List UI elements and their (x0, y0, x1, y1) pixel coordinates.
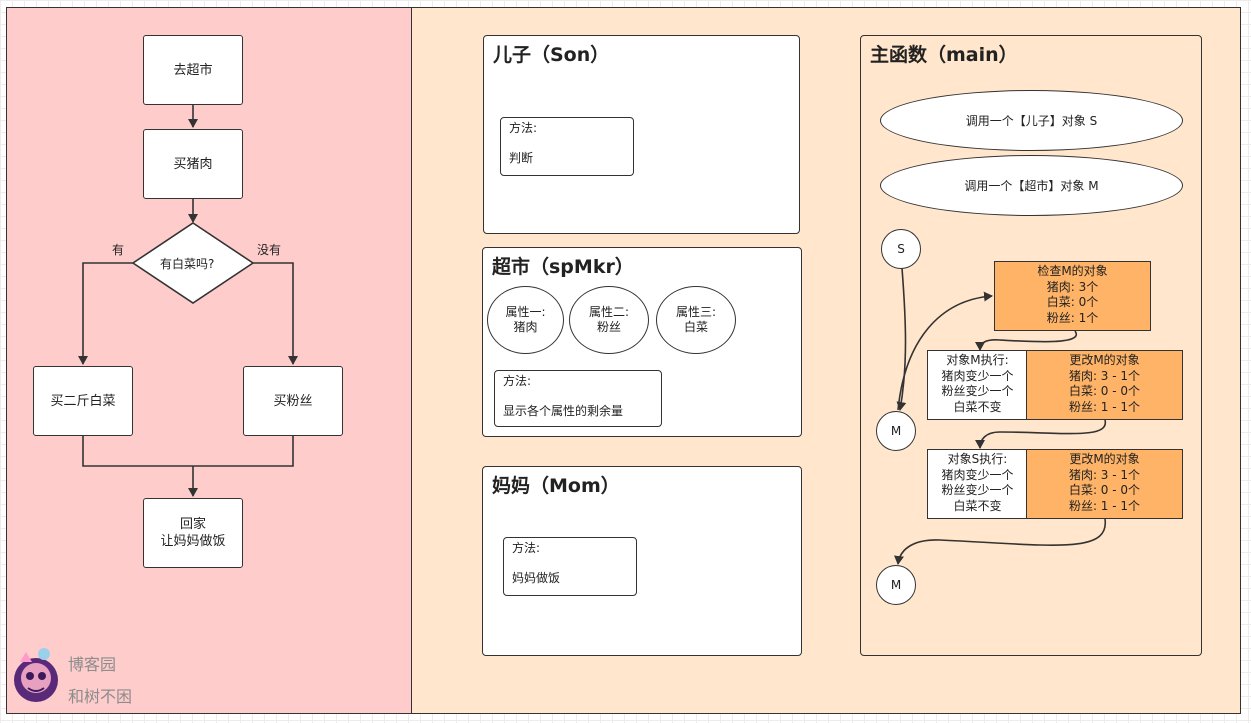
watermark-line1: 博客园 (68, 655, 117, 674)
no-label: 没有 (257, 243, 282, 257)
change-m-box-1: 更改M的对象 猪肉: 3 - 1个 白菜: 0 - 0个 粉丝: 1 - 1个 (1026, 350, 1183, 420)
call-market-ellipse: 调用一个【超市】对象 M (880, 155, 1183, 216)
exec-s-box: 对象S执行: 猪肉变少一个 粉丝变少一个 白菜不变 (927, 449, 1028, 519)
node-s: S (881, 229, 921, 269)
attr2-circle: 属性二: 粉丝 (569, 286, 649, 354)
supermarket-method-value: 显示各个属性的剩余量 (503, 404, 624, 418)
yes-label: 有 (112, 243, 125, 257)
mom-method-value: 妈妈做饭 (512, 571, 561, 585)
decision-diamond (131, 222, 255, 304)
arrow-check-to-exec (975, 330, 1078, 351)
son-method-value: 判断 (509, 151, 534, 165)
attr1-circle: 属性一: 猪肉 (487, 286, 564, 354)
son-method-label: 方法: (509, 121, 538, 135)
mom-method-label: 方法: (512, 541, 541, 555)
mom-method-box: 方法: 妈妈做饭 (503, 537, 637, 596)
arrow-change-to-exec-s (975, 419, 1106, 449)
change-m-box-2: 更改M的对象 猪肉: 3 - 1个 白菜: 0 - 0个 粉丝: 1 - 1个 (1026, 449, 1183, 519)
supermarket-method-box: 方法: 显示各个属性的剩余量 (494, 370, 662, 427)
flowchart-panel (6, 7, 412, 714)
arrow-yes (78, 262, 133, 365)
arrow-s-to-m (896, 267, 907, 411)
mom-title: 妈妈（Mom） (492, 475, 620, 497)
watermark-line2: 和树不困 (68, 687, 133, 706)
main-function-card: 主函数（main） (860, 35, 1202, 656)
node-m-first: M (876, 411, 916, 451)
attr3-circle: 属性三: 白菜 (656, 286, 736, 354)
exec-m-box: 对象M执行: 猪肉变少一个 粉丝变少一个 白菜不变 (927, 350, 1028, 420)
arrow-m-to-check (897, 291, 993, 411)
buy-cabbage-box: 买二斤白菜 (33, 366, 133, 436)
merge-line (82, 436, 294, 467)
blog-logo-icon (14, 648, 58, 702)
call-son-ellipse: 调用一个【儿子】对象 S (880, 90, 1183, 151)
son-title: 儿子（Son） (493, 44, 610, 66)
go-home-box: 回家 让妈妈做饭 (143, 498, 243, 568)
check-m-box: 检查M的对象 猪肉: 3个 白菜: 0个 粉丝: 1个 (994, 261, 1151, 331)
go-supermarket-box: 去超市 (143, 35, 243, 105)
supermarket-title: 超市（spMkr） (492, 256, 634, 278)
mom-class-card: 妈妈（Mom） 方法: 妈妈做饭 (482, 466, 802, 656)
supermarket-class-card: 超市（spMkr） 属性一: 猪肉 属性二: 粉丝 属性三: 白菜 方法: 显示… (482, 247, 802, 437)
buy-pork-box: 买猪肉 (143, 129, 243, 199)
main-title: 主函数（main） (870, 44, 1018, 66)
son-class-card: 儿子（Son） 方法: 判断 (483, 35, 800, 234)
arrow-change2-to-m (894, 518, 1106, 565)
decision-label: 有白菜吗? (160, 257, 215, 271)
supermarket-method-label: 方法: (503, 374, 532, 388)
buy-vermicelli-box: 买粉丝 (243, 366, 343, 436)
node-m-second: M (876, 565, 916, 605)
arrow-no (253, 262, 298, 365)
son-method-box: 方法: 判断 (500, 117, 634, 176)
